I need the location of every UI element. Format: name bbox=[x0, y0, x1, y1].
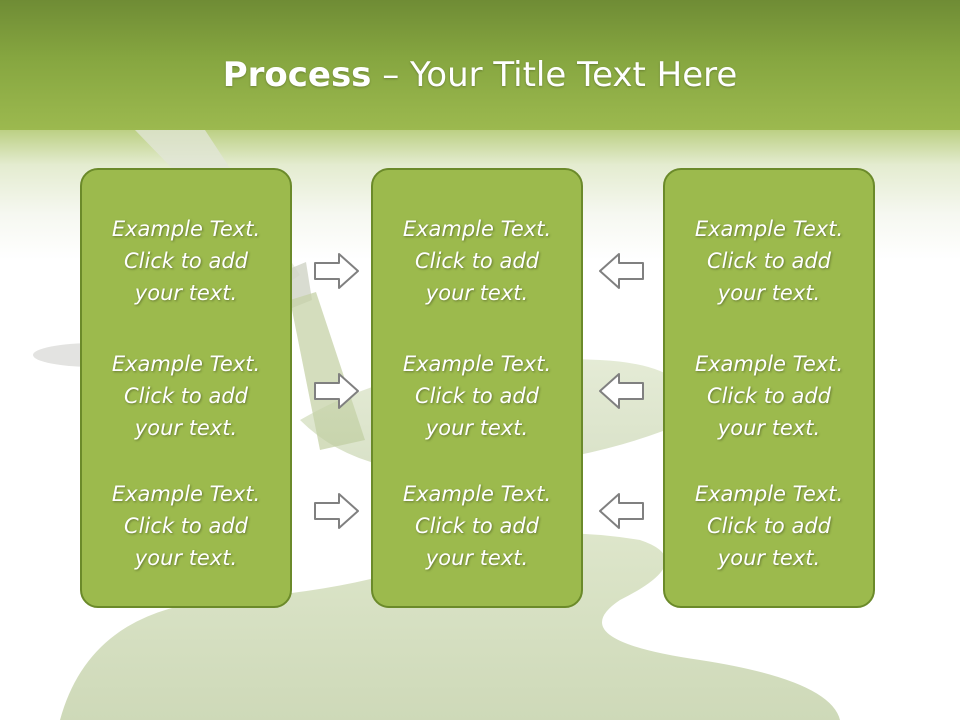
text-line: Click to add bbox=[706, 514, 831, 538]
card-text-item[interactable]: Example Text. Click to add your text. bbox=[665, 213, 873, 309]
header-band bbox=[0, 0, 960, 130]
card-text-item[interactable]: Example Text. Click to add your text. bbox=[665, 348, 873, 444]
text-line: Example Text. bbox=[694, 352, 844, 376]
arrow-left-icon bbox=[599, 493, 644, 529]
text-line: your text. bbox=[134, 546, 238, 570]
text-line: Click to add bbox=[123, 249, 248, 273]
text-line: your text. bbox=[425, 416, 529, 440]
text-line: your text. bbox=[717, 281, 821, 305]
text-line: Example Text. bbox=[111, 217, 261, 241]
text-line: Example Text. bbox=[111, 352, 261, 376]
text-line: your text. bbox=[717, 546, 821, 570]
slide-title[interactable]: Process – Your Title Text Here bbox=[0, 52, 960, 98]
text-line: your text. bbox=[425, 281, 529, 305]
text-line: Click to add bbox=[414, 384, 539, 408]
text-line: Example Text. bbox=[694, 482, 844, 506]
text-line: Click to add bbox=[414, 514, 539, 538]
card-text-item[interactable]: Example Text. Click to add your text. bbox=[82, 213, 290, 309]
text-line: your text. bbox=[134, 416, 238, 440]
text-line: Click to add bbox=[123, 514, 248, 538]
process-card-left[interactable]: Example Text. Click to add your text. Ex… bbox=[80, 168, 292, 608]
card-text-item[interactable]: Example Text. Click to add your text. bbox=[373, 213, 581, 309]
text-line: Click to add bbox=[414, 249, 539, 273]
arrow-right-icon bbox=[314, 253, 359, 289]
title-rest: – Your Title Text Here bbox=[371, 55, 738, 95]
card-text-item[interactable]: Example Text. Click to add your text. bbox=[665, 478, 873, 574]
text-line: Example Text. bbox=[694, 217, 844, 241]
title-bold: Process bbox=[222, 55, 372, 95]
text-line: Click to add bbox=[123, 384, 248, 408]
text-line: Example Text. bbox=[402, 482, 552, 506]
arrow-right-icon bbox=[314, 493, 359, 529]
text-line: Example Text. bbox=[111, 482, 261, 506]
text-line: your text. bbox=[134, 281, 238, 305]
arrow-left-icon bbox=[599, 373, 644, 409]
text-line: Example Text. bbox=[402, 352, 552, 376]
card-text-item[interactable]: Example Text. Click to add your text. bbox=[373, 478, 581, 574]
card-text-item[interactable]: Example Text. Click to add your text. bbox=[82, 478, 290, 574]
text-line: Example Text. bbox=[402, 217, 552, 241]
card-text-item[interactable]: Example Text. Click to add your text. bbox=[82, 348, 290, 444]
arrow-right-icon bbox=[314, 373, 359, 409]
text-line: Click to add bbox=[706, 249, 831, 273]
text-line: Click to add bbox=[706, 384, 831, 408]
card-text-item[interactable]: Example Text. Click to add your text. bbox=[373, 348, 581, 444]
arrow-left-icon bbox=[599, 253, 644, 289]
process-card-center[interactable]: Example Text. Click to add your text. Ex… bbox=[371, 168, 583, 608]
process-card-right[interactable]: Example Text. Click to add your text. Ex… bbox=[663, 168, 875, 608]
text-line: your text. bbox=[717, 416, 821, 440]
text-line: your text. bbox=[425, 546, 529, 570]
